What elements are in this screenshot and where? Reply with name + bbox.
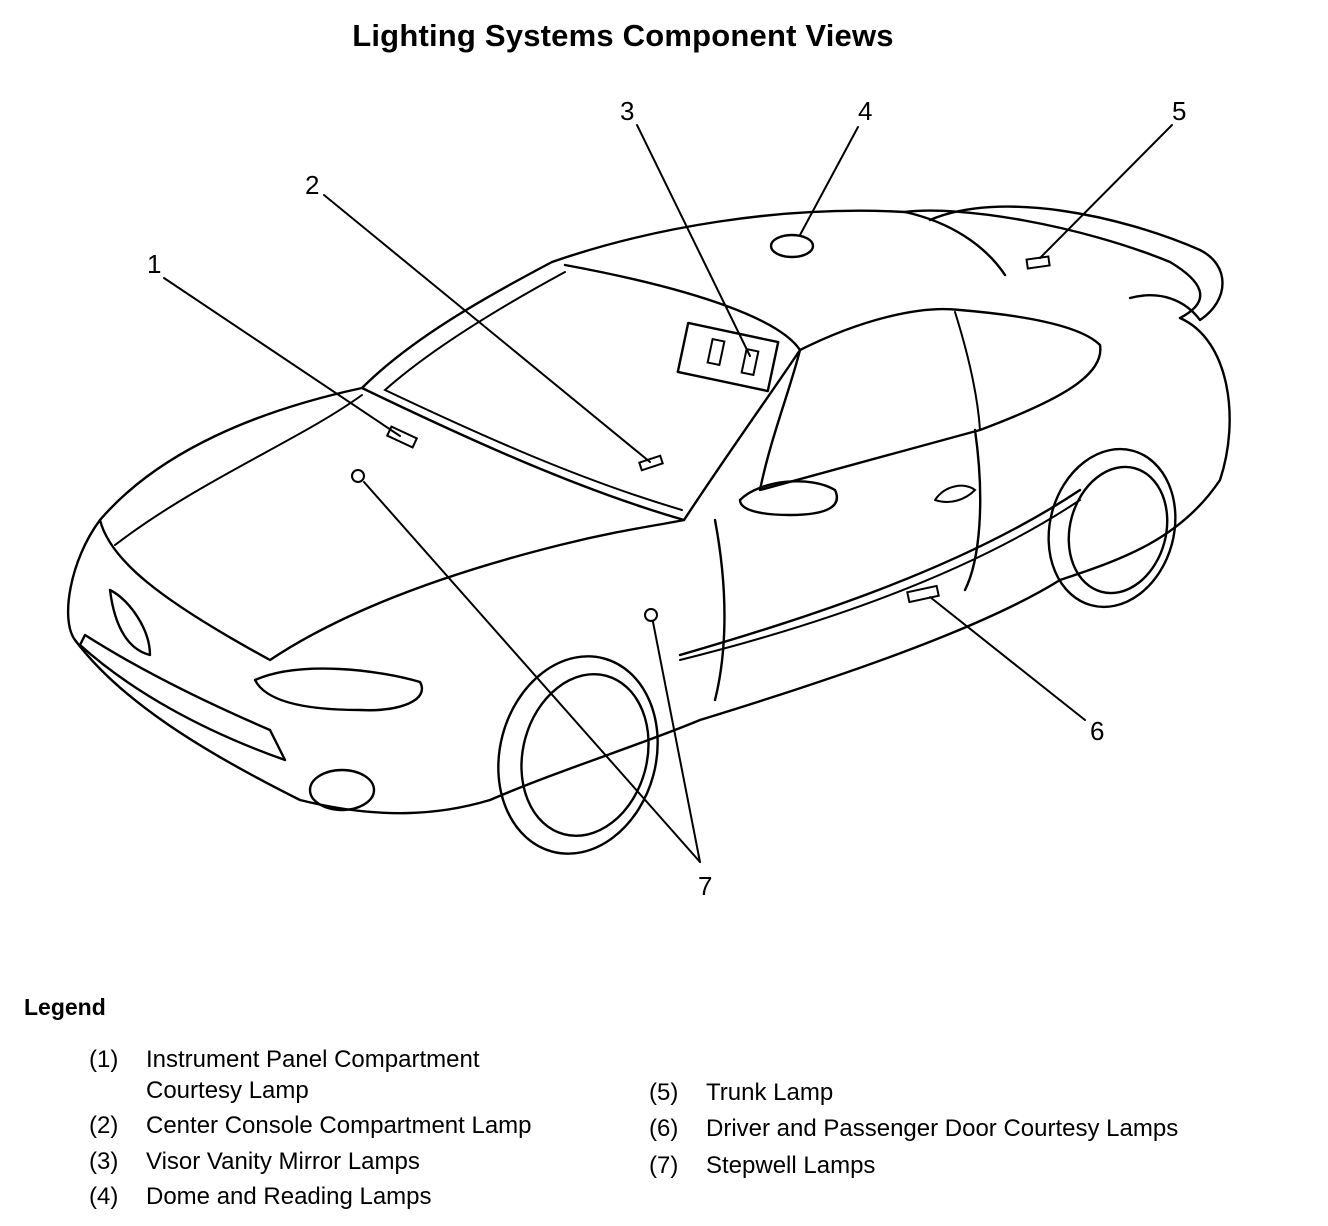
dome-lamp: [769, 233, 815, 259]
door-handle: [934, 484, 977, 503]
leader-line-2: [323, 194, 651, 463]
visor-panel: [676, 321, 780, 393]
rocker: [488, 578, 1062, 802]
callout-6: 6: [1090, 716, 1104, 746]
body-side-line: [678, 488, 1082, 657]
roof-line: [563, 263, 802, 352]
legend-num: (4): [89, 1183, 119, 1210]
vanity-lamp-left: [706, 337, 726, 367]
windshield-inner: [383, 271, 683, 511]
trunk-lamp: [1025, 255, 1051, 270]
rear-wheel: [1047, 447, 1177, 609]
headlamp-right: [108, 588, 152, 657]
door-courtesy-lamp: [906, 584, 940, 604]
callout-7: 7: [698, 871, 712, 901]
front-bumper: [66, 518, 492, 815]
legend-text: Visor Vanity Mirror Lamps: [146, 1148, 420, 1175]
legend-num: (5): [649, 1079, 679, 1106]
rear-wheel-rim: [1067, 465, 1169, 595]
leader-line-1: [163, 277, 401, 437]
hood: [98, 386, 686, 662]
callout-2: 2: [305, 170, 319, 200]
fog-lamp: [308, 768, 376, 812]
legend-num: (2): [89, 1112, 119, 1139]
car-line-drawing: 1 2 3 4 5 6 7: [66, 96, 1231, 901]
door-front-edge: [713, 518, 726, 702]
spoiler: [928, 205, 1224, 322]
legend-num: (3): [89, 1148, 119, 1175]
legend-num: (1): [89, 1046, 119, 1073]
vanity-lamp-right: [740, 347, 760, 377]
legend-num: (7): [649, 1152, 679, 1179]
leader-line-7b: [652, 621, 701, 863]
leader-line-5: [1039, 124, 1173, 259]
ip-compartment-lamp: [385, 425, 419, 449]
body-molding: [679, 499, 1081, 661]
legend-num: (6): [649, 1115, 679, 1142]
callout-3: 3: [620, 96, 634, 126]
leader-line-7a: [363, 481, 701, 863]
b-pillar: [954, 311, 981, 431]
legend-text: Driver and Passenger Door Courtesy Lamps: [706, 1115, 1179, 1142]
side-mirror: [738, 480, 838, 517]
legend-text: Stepwell Lamps: [706, 1152, 876, 1179]
stepwell-lamp-front: [351, 469, 365, 483]
callout-4: 4: [858, 96, 872, 126]
front-wheel: [497, 655, 659, 855]
leader-line-6: [929, 596, 1086, 721]
leader-line-3: [636, 124, 751, 357]
hood-crease: [114, 394, 363, 546]
door-rear-edge: [963, 428, 982, 592]
legend-text: Center Console Compartment Lamp: [146, 1112, 532, 1139]
side-window: [758, 307, 1102, 492]
legend-text: Instrument Panel Compartment Courtesy La…: [146, 1046, 480, 1104]
front-wheel-rim: [520, 672, 650, 838]
roof-outline: [550, 209, 1007, 277]
stepwell-lamp-side: [644, 608, 658, 622]
legend-heading: Legend: [24, 994, 106, 1020]
page-title: Lighting Systems Component Views: [352, 18, 894, 53]
console-lamp: [638, 454, 664, 472]
headlamp-left: [253, 667, 424, 712]
grille: [78, 633, 287, 762]
legend-text: Trunk Lamp: [706, 1079, 834, 1106]
windshield: [360, 260, 802, 522]
callout-1: 1: [147, 249, 161, 279]
callout-5: 5: [1172, 96, 1186, 126]
rear-quarter: [1058, 316, 1231, 582]
leader-line-4: [799, 126, 859, 236]
legend-text: Dome and Reading Lamps: [146, 1183, 432, 1210]
